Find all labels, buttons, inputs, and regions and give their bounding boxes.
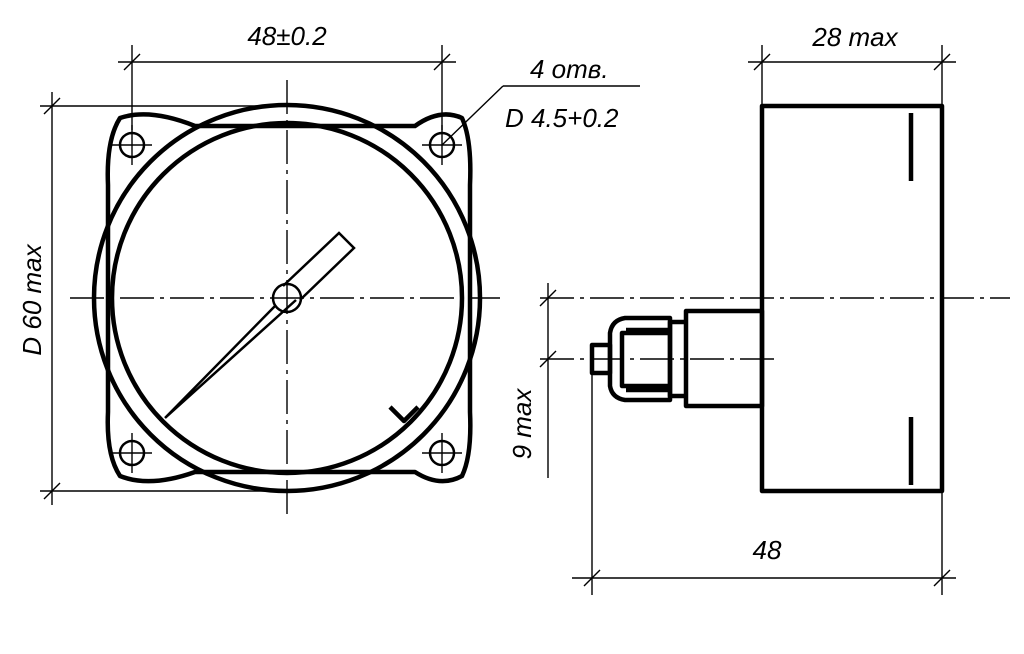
mounting-hole-bottom-right xyxy=(422,433,462,473)
hole-callout: 4 отв. D 4.5+0.2 xyxy=(441,54,640,146)
mounting-hole-bottom-left xyxy=(112,433,152,473)
dim-fitting-label: 9 max xyxy=(507,388,537,460)
dim-depth-label: 28 max xyxy=(811,22,898,52)
dimension-fitting: 9 max xyxy=(507,283,557,478)
flange-outline xyxy=(105,112,473,484)
dim-overall-length-label: 48 xyxy=(753,535,782,565)
gauge-needle xyxy=(164,231,356,419)
dimension-depth: 28 max xyxy=(748,22,956,106)
dim-diameter-label: D 60 max xyxy=(17,243,47,355)
dimension-hole-spacing: 48±0.2 xyxy=(118,21,456,130)
stop-pin xyxy=(388,405,420,424)
side-view xyxy=(540,103,1010,494)
dim-hole-spacing-label: 48±0.2 xyxy=(247,21,327,51)
mounting-hole-top-left xyxy=(112,125,152,165)
fitting-thread xyxy=(607,315,673,403)
dimension-overall-length: 48 xyxy=(572,373,956,595)
front-view xyxy=(70,80,500,515)
holes-diameter-label: D 4.5+0.2 xyxy=(505,103,619,133)
holes-count-label: 4 отв. xyxy=(530,54,609,84)
dimension-diameter: D 60 max xyxy=(17,92,287,505)
